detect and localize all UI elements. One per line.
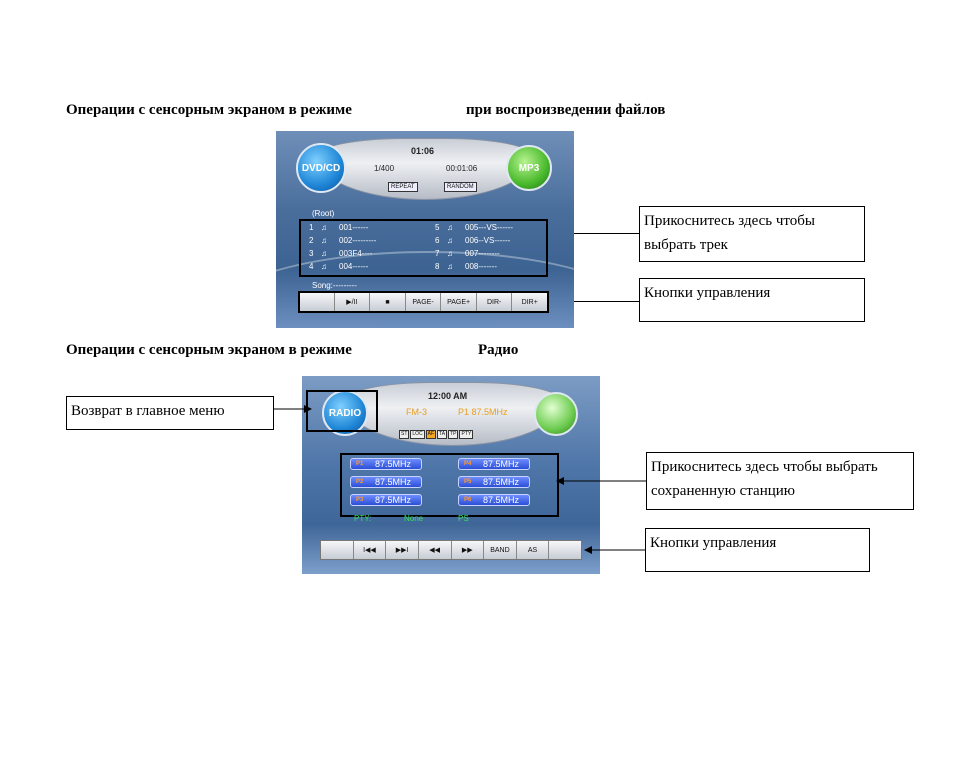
stop-button[interactable]: ■ bbox=[370, 293, 406, 311]
dir-down-button[interactable]: DIR- bbox=[477, 293, 513, 311]
ps-label: PS bbox=[458, 514, 469, 523]
track-item[interactable]: 7♫007-------- bbox=[435, 249, 500, 258]
track-item[interactable]: 8♫008------- bbox=[435, 262, 497, 271]
pty-value: None bbox=[404, 514, 424, 523]
radio-flags: ST LOC AF TA TP PTY bbox=[399, 430, 474, 439]
section-radio-heading-left: Операции с сенсорным экраном в режиме bbox=[66, 342, 352, 358]
pty-label: PTY: bbox=[354, 514, 372, 523]
preset-area-highlight bbox=[340, 453, 559, 517]
radio-screen: RADIO 12:00 AM FM-3 P1 87.5MHz ST LOC AF… bbox=[302, 376, 600, 574]
music-note-icon: ♫ bbox=[321, 223, 327, 232]
seek-back-button[interactable]: I◀◀ bbox=[354, 541, 387, 559]
track-item[interactable]: 4♫004------ bbox=[309, 262, 369, 271]
band-label: FM-3 bbox=[406, 407, 427, 417]
blank-button[interactable] bbox=[299, 293, 335, 311]
track-item[interactable]: 5♫005---VS------ bbox=[435, 223, 513, 232]
flag-st[interactable]: ST bbox=[399, 430, 410, 439]
music-note-icon: ♫ bbox=[447, 223, 453, 232]
music-note-icon: ♫ bbox=[447, 249, 453, 258]
control-bar-highlight bbox=[298, 291, 549, 313]
seek-forward-button[interactable]: ▶▶I bbox=[386, 541, 419, 559]
as-button[interactable]: AS bbox=[517, 541, 550, 559]
radio-control-bar: I◀◀ ▶▶I ◀◀ ▶▶ BAND AS bbox=[320, 540, 582, 560]
blank-button[interactable] bbox=[321, 541, 354, 559]
section-mp3-heading-left: Операции с сенсорным экраном в режиме bbox=[66, 102, 352, 118]
random-button[interactable]: RANDOM bbox=[444, 182, 477, 192]
track-list: 1♫001------ 2♫002--------- 3♫003F4---- 4… bbox=[299, 221, 547, 276]
track-item[interactable]: 1♫001------ bbox=[309, 223, 369, 232]
music-note-icon: ♫ bbox=[321, 262, 327, 271]
current-preset: P1 87.5MHz bbox=[458, 407, 508, 417]
mp3-mode-button[interactable]: MP3 bbox=[506, 145, 552, 191]
folder-label: (Root) bbox=[312, 209, 335, 218]
track-item[interactable]: 6♫006--VS------ bbox=[435, 236, 511, 245]
blank-button[interactable] bbox=[549, 541, 581, 559]
track-counter: 1/400 bbox=[374, 164, 395, 173]
music-note-icon: ♫ bbox=[321, 236, 327, 245]
play-pause-button[interactable]: ▶/II bbox=[335, 293, 371, 311]
tune-down-button[interactable]: ◀◀ bbox=[419, 541, 452, 559]
callout-main-menu: Возврат в главное меню bbox=[66, 396, 274, 430]
arrow-to-presets bbox=[556, 477, 646, 485]
section-radio-heading-right: Радио bbox=[478, 342, 519, 358]
music-note-icon: ♫ bbox=[447, 236, 453, 245]
track-item[interactable]: 3♫003F4---- bbox=[309, 249, 373, 258]
track-list-highlight bbox=[299, 219, 548, 277]
arrow-to-radio bbox=[274, 405, 312, 413]
flag-loc[interactable]: LOC bbox=[410, 430, 425, 439]
mp3-screen: DVD/CD MP3 01:06 1/400 00:01:06 REPEAT R… bbox=[276, 131, 574, 328]
flag-tp[interactable]: TP bbox=[448, 430, 459, 439]
leader-line bbox=[574, 301, 639, 302]
callout-select-station: Прикоснитесь здесь чтобы выбрать сохране… bbox=[646, 452, 914, 510]
flag-ta[interactable]: TA bbox=[437, 430, 448, 439]
track-item[interactable]: 2♫002--------- bbox=[309, 236, 377, 245]
clock-display: 01:06 bbox=[411, 146, 435, 156]
elapsed-time: 00:01:06 bbox=[446, 164, 478, 173]
repeat-button[interactable]: REPEAT bbox=[388, 182, 418, 192]
decor-arc bbox=[276, 251, 574, 328]
callout-select-track: Прикоснитесь здесь чтобы выбрать трек bbox=[639, 206, 865, 262]
callout-controls: Кнопки управления bbox=[639, 278, 865, 322]
leader-line bbox=[574, 233, 639, 234]
flag-pty[interactable]: PTY bbox=[459, 430, 474, 439]
tune-up-button[interactable]: ▶▶ bbox=[452, 541, 485, 559]
dir-up-button[interactable]: DIR+ bbox=[521, 298, 538, 306]
radio-button-highlight bbox=[306, 390, 378, 432]
song-label: Song:--------- bbox=[312, 281, 357, 290]
page-up-button[interactable]: PAGE+ bbox=[441, 293, 477, 311]
arrow-to-controls bbox=[584, 546, 645, 554]
callout-radio-controls: Кнопки управления bbox=[645, 528, 870, 572]
music-note-icon: ♫ bbox=[447, 262, 453, 271]
dvd-cd-button[interactable]: DVD/CD bbox=[296, 143, 346, 193]
flag-af[interactable]: AF bbox=[425, 430, 437, 439]
radio-clock: 12:00 AM bbox=[428, 391, 468, 401]
band-button[interactable]: BAND bbox=[484, 541, 517, 559]
radio-right-button[interactable] bbox=[534, 392, 578, 436]
page-down-button[interactable]: PAGE- bbox=[406, 293, 442, 311]
music-note-icon: ♫ bbox=[321, 249, 327, 258]
section-mp3-heading-right: при воспроизведении файлов bbox=[466, 102, 666, 118]
